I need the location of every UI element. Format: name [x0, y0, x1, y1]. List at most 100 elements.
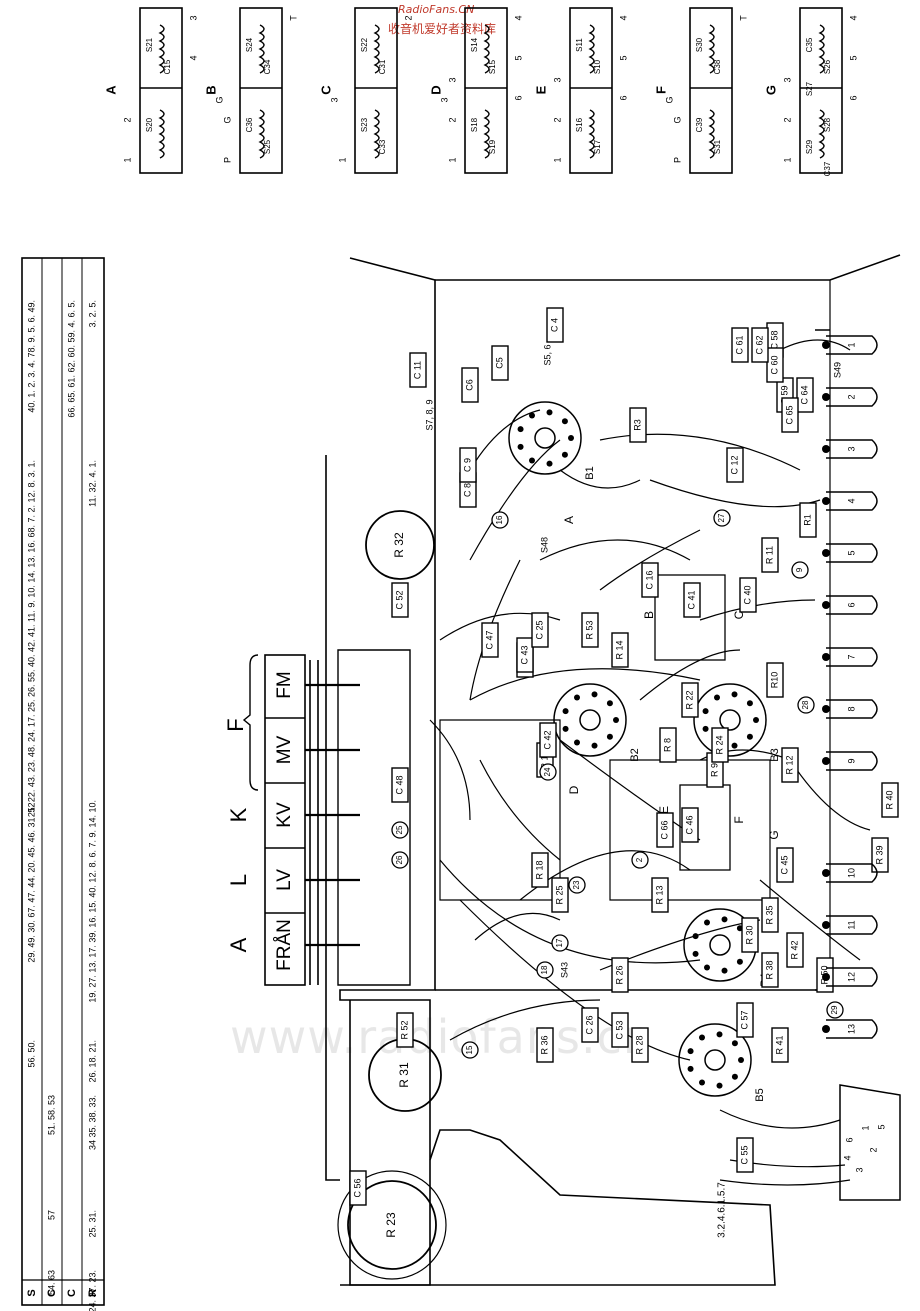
capacitor-label: C 48	[394, 775, 404, 794]
solder-point-number: 16	[495, 515, 504, 524]
coil-pin-number: 2	[552, 117, 562, 122]
wire	[469, 668, 701, 701]
terminal-lug: 6	[822, 595, 878, 615]
capacitor-label: C 66	[659, 820, 669, 839]
resistor: R 8	[659, 727, 677, 763]
capacitor-label: C6	[464, 379, 474, 391]
coil: S43	[559, 962, 569, 978]
coil-part-label: S24	[245, 37, 254, 52]
coil-part-label: C15	[163, 59, 172, 74]
sub-board-label: A	[562, 516, 576, 524]
solder-point: 16	[491, 511, 509, 529]
watermark-site-cn: 收音机爱好者资料库	[388, 22, 497, 36]
solder-point-number: 17	[555, 938, 564, 947]
capacitor-label: C 60	[769, 355, 779, 374]
wire	[539, 539, 691, 561]
solder-point: 2	[631, 851, 649, 869]
switch-group-label: F	[223, 718, 248, 731]
capacitor-label: C 25	[534, 620, 544, 639]
coil-part-label: S11	[575, 38, 584, 52]
terminal-lug: 1	[822, 335, 878, 355]
coil-part-label: C36	[245, 117, 254, 132]
table-row-header: C	[46, 1289, 58, 1297]
capacitor: C 16	[641, 562, 659, 598]
resistor: R10	[766, 662, 784, 698]
resistor-label: R 19	[539, 750, 549, 769]
coil-module-subscript: 3	[329, 97, 339, 102]
capacitor-label: C 62	[754, 335, 764, 354]
coil: S48	[539, 537, 549, 553]
connector-pin: 2	[868, 1147, 878, 1152]
table-cell: 57	[46, 1210, 56, 1220]
terminal-number: 12	[846, 972, 856, 982]
coil-pin-number: 3	[782, 77, 792, 82]
coil-part-label: S19	[488, 139, 497, 154]
solder-point-number: 29	[830, 1005, 839, 1014]
coil-pin-number: P	[222, 157, 232, 163]
terminal-number: 5	[846, 550, 856, 555]
resistor: R 12	[781, 747, 799, 783]
solder-point: 26	[391, 851, 409, 869]
resistor-label: R 35	[764, 905, 774, 924]
wire	[449, 999, 601, 1041]
resistor-label: R 28	[634, 1035, 644, 1054]
potentiometer: R 23	[337, 1170, 447, 1280]
solder-point: 17	[551, 934, 569, 952]
resistor: R1	[799, 502, 817, 538]
capacitor-label: C 12	[729, 455, 739, 474]
capacitor-label: C 45	[779, 855, 789, 874]
resistor-label: R 24	[714, 735, 724, 754]
terminal-number: 8	[846, 706, 856, 711]
table-cell: 3. 2. 5.	[87, 300, 97, 328]
coil-part-label: S14	[470, 37, 479, 52]
resistor: R 41	[771, 1027, 789, 1063]
terminal-number: 4	[846, 498, 856, 503]
potentiometer-label: R 32	[392, 532, 406, 558]
terminal-number: 10	[846, 868, 856, 878]
capacitor-label: C 65	[784, 405, 794, 424]
coil-pin-number: 1	[782, 157, 792, 162]
resistor-label: R 12	[784, 755, 794, 774]
table-row-header: R	[87, 1289, 99, 1297]
coil-pin-number: 2	[447, 117, 457, 122]
solder-point: 18	[536, 961, 554, 979]
solder-point-number: 2	[635, 857, 644, 862]
capacitor: C5	[491, 345, 509, 381]
coil-label: S43	[559, 962, 569, 978]
resistor-label: R 11	[764, 546, 774, 564]
tube-socket-label: B1	[584, 466, 596, 479]
sub-board-label: C	[732, 610, 746, 619]
terminal-number: 13	[846, 1024, 856, 1034]
potentiometer-label: R 23	[384, 1212, 398, 1238]
wire	[469, 439, 561, 561]
resistor-label: R 36	[539, 1035, 549, 1054]
terminal-number: 2	[846, 394, 856, 399]
terminal-lug: 13	[822, 1019, 878, 1039]
coil-part-label: S18	[470, 117, 479, 132]
capacitor: C 45	[776, 847, 794, 883]
watermark-site: RadioFans.CN	[398, 3, 475, 16]
capacitor: C 47	[481, 622, 499, 658]
coil-part-label: S23	[360, 117, 369, 132]
terminal-number: 7	[846, 654, 856, 659]
tube-socket-label: B3	[769, 748, 781, 761]
resistor: R 53	[581, 612, 599, 648]
capacitor-label: C 40	[742, 585, 752, 604]
coil-pin-number: 1	[122, 157, 132, 162]
coil-module-title: C	[318, 85, 333, 95]
resistor: R 52	[396, 1012, 414, 1048]
terminal-lug: 2	[822, 387, 878, 407]
band-label: FRÅN	[274, 919, 295, 971]
resistor: R 38	[761, 952, 779, 988]
coil: S5, 6	[542, 344, 552, 365]
capacitor: C 40	[739, 577, 757, 613]
coil-module-subscript: 3	[439, 97, 449, 102]
resistor: R 42	[786, 932, 804, 968]
coil-module-title: G	[763, 85, 778, 95]
